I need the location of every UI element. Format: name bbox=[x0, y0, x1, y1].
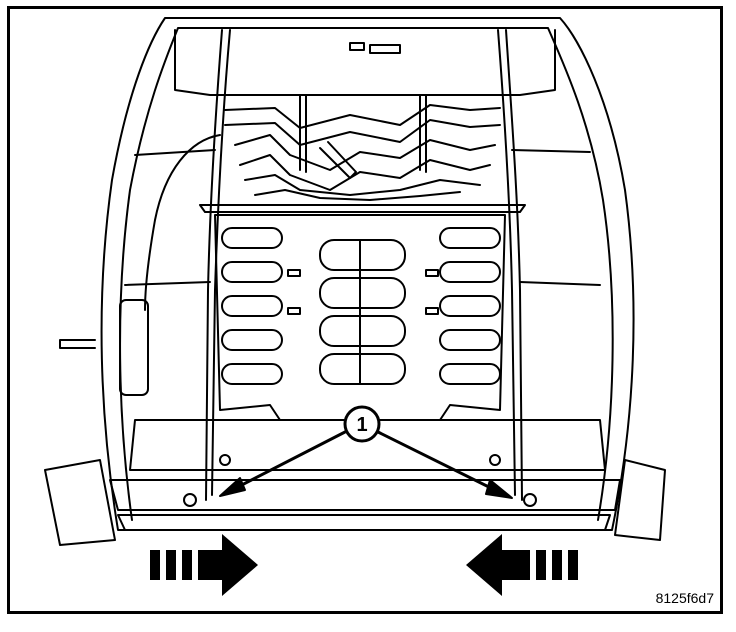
leader-right bbox=[376, 430, 507, 497]
side-wire-right-2 bbox=[505, 29, 523, 501]
figure-border bbox=[7, 6, 723, 614]
spring-band-6 bbox=[254, 189, 461, 201]
leader-arrowhead-left bbox=[219, 477, 246, 497]
cross-wire-2 bbox=[124, 281, 601, 286]
leader-left bbox=[226, 430, 347, 494]
lumbar-handle bbox=[119, 299, 149, 396]
callout-circle bbox=[343, 405, 381, 443]
side-pin bbox=[59, 339, 96, 349]
lever bbox=[319, 141, 357, 179]
direction-arrow-right bbox=[150, 534, 258, 596]
mount-slot-1 bbox=[349, 42, 365, 51]
direction-arrow-left bbox=[466, 534, 578, 596]
figure-code: 8125f6d7 bbox=[655, 590, 714, 606]
mount-slot-2 bbox=[369, 44, 401, 54]
spring-band-2 bbox=[224, 119, 501, 146]
small-tabs bbox=[287, 269, 439, 315]
lower-rail-2 bbox=[117, 514, 611, 531]
seat-back-inner-shell bbox=[119, 27, 614, 521]
cross-bar bbox=[199, 204, 526, 213]
bolt-left bbox=[219, 454, 231, 466]
side-wire-left-2 bbox=[205, 29, 223, 501]
bolt-left-2 bbox=[183, 493, 197, 507]
headrest-mount bbox=[174, 29, 556, 96]
rod-left bbox=[299, 94, 307, 173]
cross-wire-1 bbox=[134, 149, 591, 156]
side-panel-left bbox=[44, 459, 116, 546]
spring-band-4 bbox=[239, 154, 491, 191]
left-slots bbox=[221, 227, 283, 385]
leader-arrowhead-right bbox=[485, 479, 513, 499]
right-slots bbox=[439, 227, 501, 385]
seat-back-shell bbox=[100, 17, 635, 531]
spring-band-1 bbox=[224, 104, 501, 129]
cable bbox=[144, 134, 221, 311]
callout-label: 1 bbox=[356, 414, 367, 436]
spring-band-3 bbox=[234, 134, 496, 171]
side-panel-right bbox=[614, 459, 666, 541]
side-wire-right bbox=[497, 29, 516, 496]
lumbar-pads bbox=[319, 239, 406, 385]
lower-frame bbox=[129, 419, 606, 471]
spring-band-5 bbox=[244, 174, 481, 196]
rod-right bbox=[419, 94, 427, 173]
bolt-right bbox=[489, 454, 501, 466]
bolt-right-2 bbox=[523, 493, 537, 507]
lower-rail bbox=[109, 479, 621, 511]
